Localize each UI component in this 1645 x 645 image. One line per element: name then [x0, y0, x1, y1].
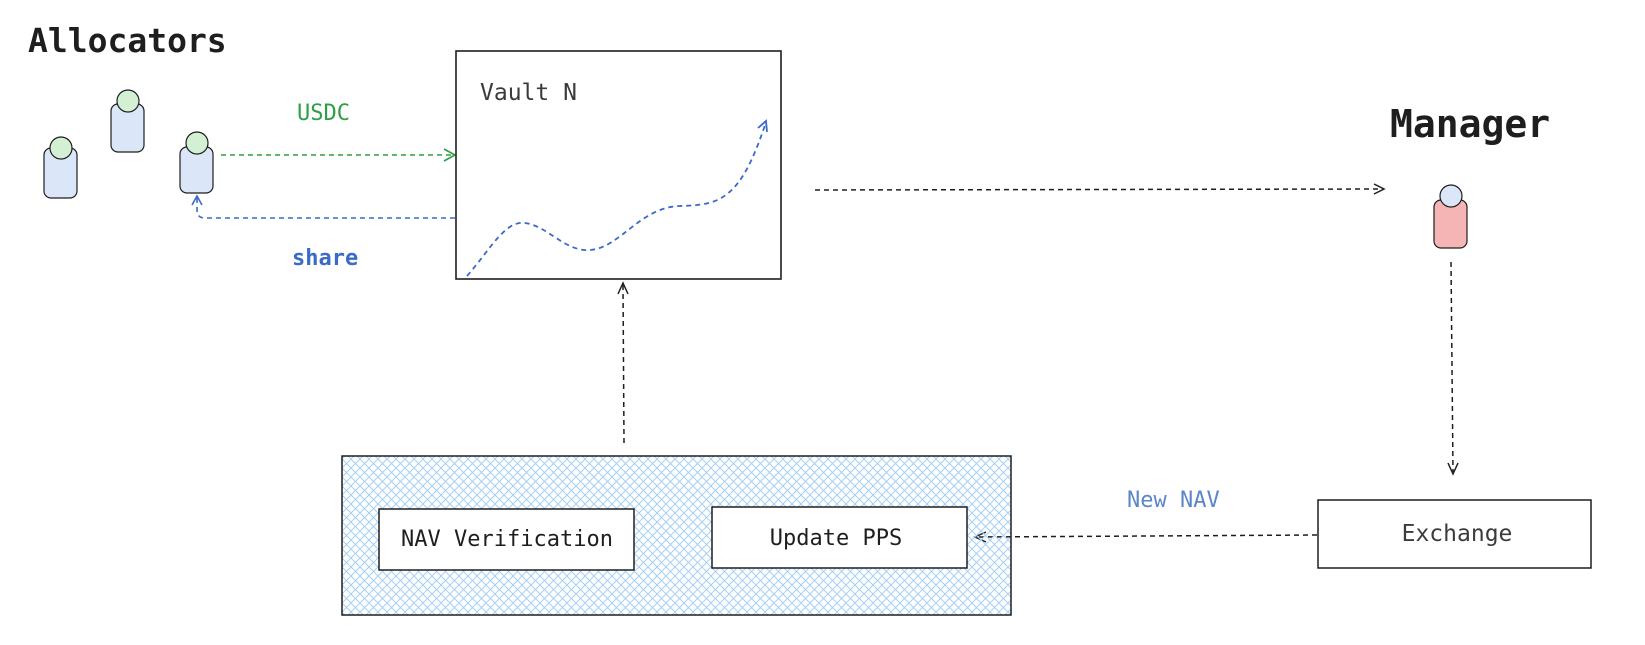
exchange-label: Exchange: [1402, 521, 1513, 547]
exchange-box: [1317, 499, 1592, 569]
manager-person: [1433, 184, 1468, 249]
nav-verification-box: [378, 508, 635, 571]
share-label: share: [292, 246, 358, 271]
manager-to-exchange-arrow: [1447, 261, 1459, 476]
new-nav-label: New NAV: [1127, 488, 1220, 513]
vault-to-manager-arrow: [814, 183, 1386, 195]
allocators-heading: Allocators: [28, 21, 227, 60]
update-pps-box: [711, 506, 968, 569]
usdc-label: USDC: [297, 101, 350, 126]
vault-box: [455, 50, 782, 280]
new-nav-arrow: [973, 531, 1318, 543]
vault-performance-curve: [466, 119, 768, 277]
update-pps-label: Update PPS: [770, 526, 902, 551]
nav-verification-label: NAV Verification: [401, 527, 613, 552]
allocator-person-3: [179, 131, 214, 194]
process-to-vault-arrow: [617, 281, 629, 444]
manager-heading: Manager: [1390, 102, 1550, 146]
allocator-person-2: [110, 89, 145, 153]
vault-title: Vault N: [480, 80, 577, 106]
share-arrow: [191, 194, 455, 219]
usdc-arrow: [221, 148, 457, 162]
allocator-person-1: [43, 136, 78, 199]
